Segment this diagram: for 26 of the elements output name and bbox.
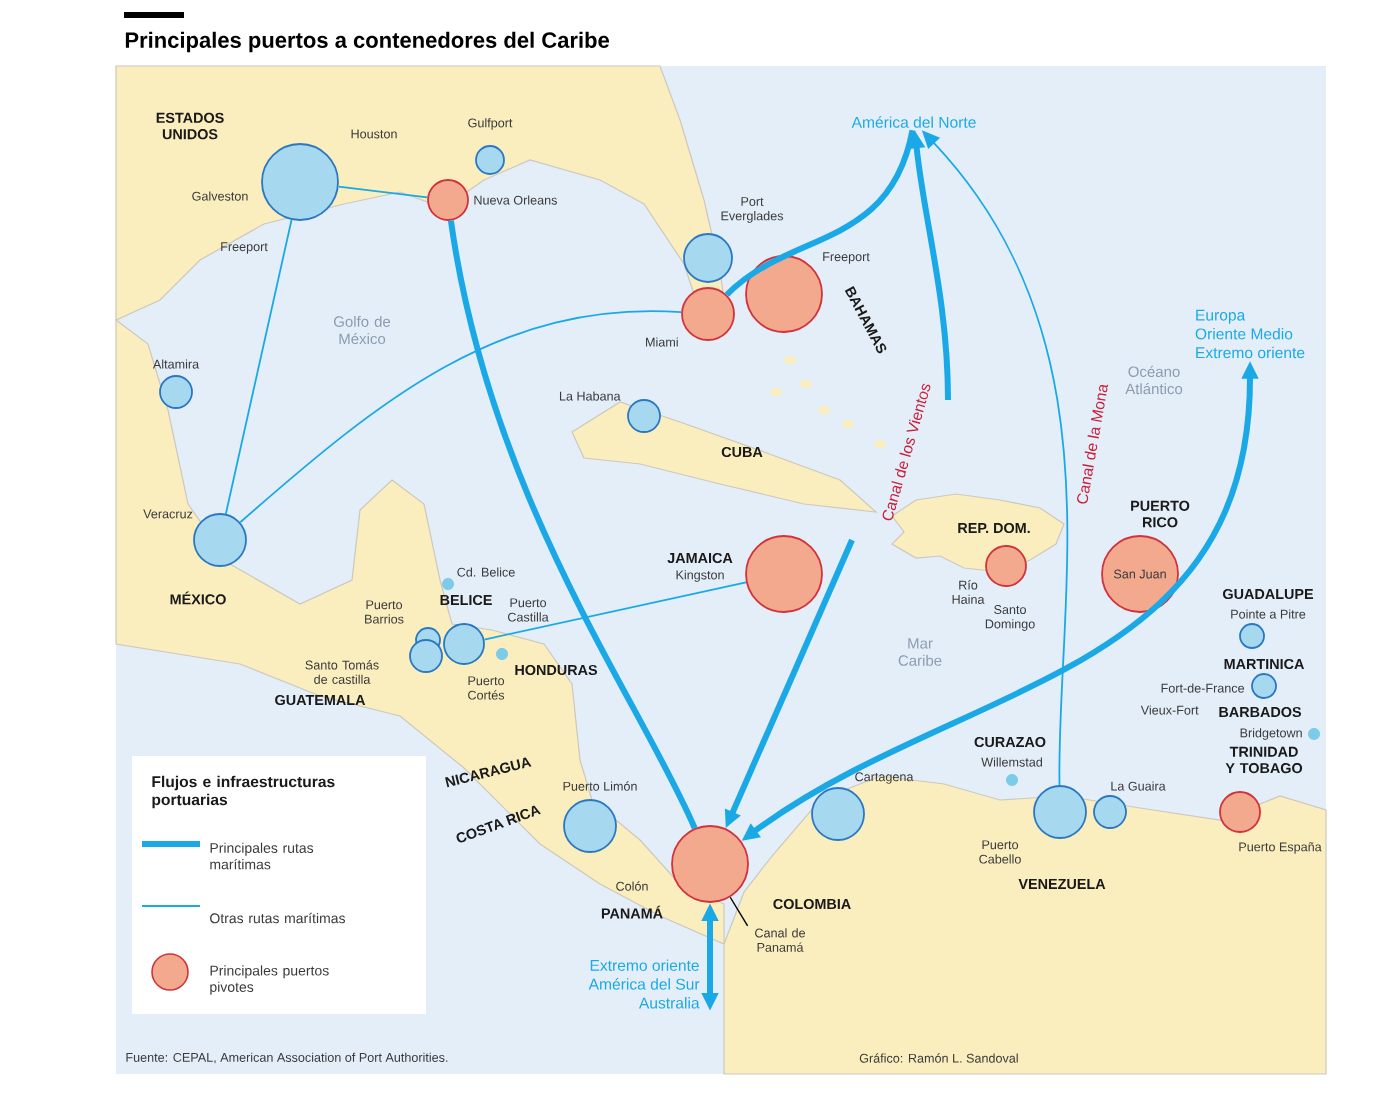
pivot-port-circle [745, 535, 823, 613]
port-circle [409, 639, 443, 673]
route-line [483, 581, 747, 641]
port-circle [159, 375, 193, 409]
port-circle [475, 145, 505, 175]
pivot-port-circle [985, 545, 1027, 587]
port-circle [193, 513, 247, 567]
title: Principales puertos a contenedores del Caribe [125, 31, 609, 53]
pivot-port-circle [671, 825, 749, 903]
port-circle [1033, 785, 1087, 839]
port-circle [1093, 795, 1127, 829]
pivot-port-circle [427, 179, 469, 221]
route-line [729, 896, 749, 927]
pivot-port-circle [1219, 791, 1261, 833]
route-line [447, 220, 698, 830]
port-circle [261, 143, 339, 221]
route-line [239, 310, 683, 524]
route-line [337, 185, 429, 199]
route-line [724, 129, 916, 297]
pivot-port-circle [745, 255, 823, 333]
port-circle [627, 399, 661, 433]
route-line [224, 219, 293, 515]
pivot-port-circle [681, 287, 735, 341]
port-circle [683, 233, 733, 283]
port-circle [811, 787, 865, 841]
port-circle [563, 799, 617, 853]
